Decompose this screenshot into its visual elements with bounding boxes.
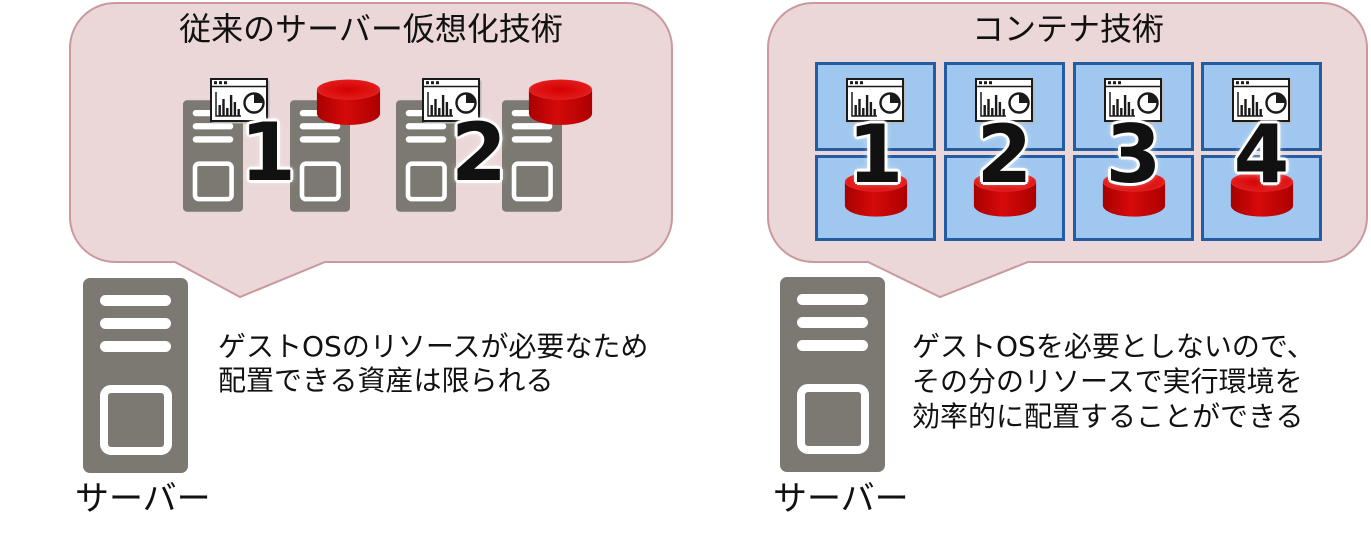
container-db-box (944, 155, 1065, 241)
server-icon (780, 277, 885, 472)
container-number: 2 (976, 108, 1033, 201)
description-line: 配置できる資産は限られる (218, 364, 554, 397)
database-icon (315, 78, 382, 126)
host-server-label: サーバー (773, 479, 909, 519)
virtual-machine-2: 2 (396, 78, 596, 213)
virtual-machine-1: 1 (183, 78, 383, 213)
description-line: その分のリソースで実行環境を (912, 365, 1303, 398)
host-server-label: サーバー (75, 479, 211, 519)
description-line: ゲストOSのリソースが必要なため (218, 330, 649, 363)
container-number: 3 (1105, 108, 1162, 201)
container-3: 3 (1073, 62, 1194, 241)
container-panel-description: ゲストOSを必要としないので、 その分のリソースで実行環境を 効率的に配置するこ… (912, 329, 1315, 434)
container-db-box (1201, 155, 1322, 241)
vm-number: 1 (240, 106, 296, 199)
description-line: ゲストOSを必要としないので、 (912, 330, 1315, 363)
server-icon (83, 278, 188, 473)
container-number: 4 (1233, 108, 1290, 201)
description-line: 効率的に配置することができる (912, 400, 1304, 433)
container-4: 4 (1201, 62, 1322, 241)
vm-speech-bubble (69, 2, 673, 299)
container-db-box (815, 155, 936, 241)
vm-panel-description: ゲストOSのリソースが必要なため 配置できる資産は限られる (218, 330, 648, 398)
container-db-box (1073, 155, 1194, 241)
container-number: 1 (847, 108, 904, 201)
vm-number: 2 (451, 106, 507, 199)
container-panel-title: コンテナ技術 (971, 10, 1164, 48)
container-app-box (944, 62, 1065, 151)
container-2: 2 (944, 62, 1065, 241)
container-app-box (815, 62, 936, 151)
vm-panel-title: 従来のサーバー仮想化技術 (179, 10, 563, 48)
container-1: 1 (815, 62, 936, 241)
container-app-box (1201, 62, 1322, 151)
container-app-box (1073, 62, 1194, 151)
database-icon (527, 78, 594, 126)
